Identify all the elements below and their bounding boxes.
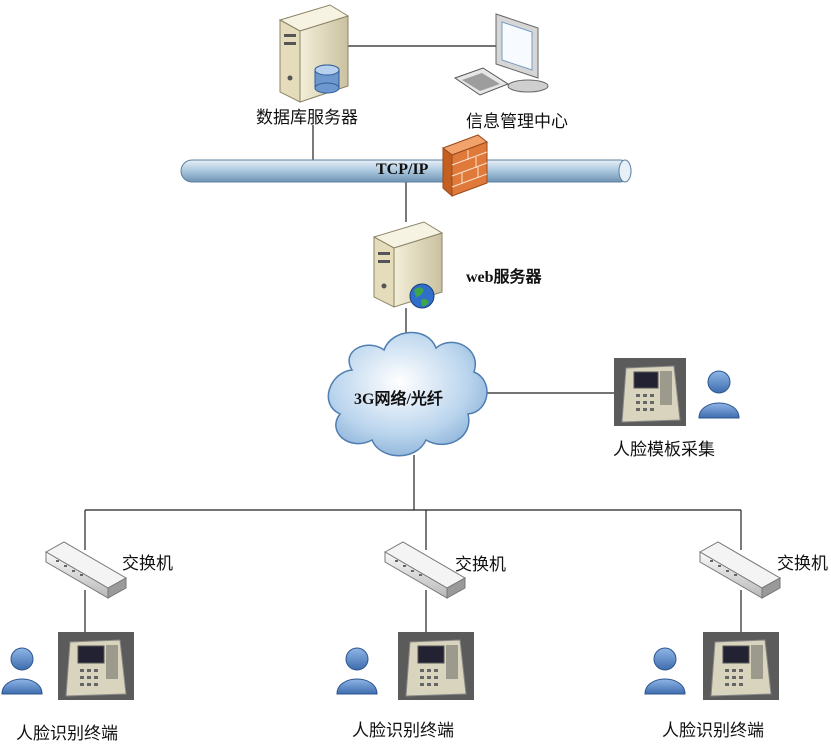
terminal-3-label: 人脸识别终端 (662, 721, 764, 741)
tcp-ip-bus (180, 159, 632, 183)
web-server-label: web服务器 (466, 269, 542, 286)
mgmt-center-label: 信息管理中心 (466, 112, 568, 132)
person-3-icon (644, 647, 686, 695)
terminal-2-label: 人脸识别终端 (352, 721, 454, 741)
person-1-icon (1, 647, 43, 695)
switch-3-label: 交换机 (777, 554, 828, 574)
terminal-1-label: 人脸识别终端 (16, 724, 118, 744)
cloud-icon (327, 331, 488, 457)
workstation-icon (453, 13, 549, 96)
web-server-icon (372, 221, 444, 309)
enroll-person-icon (698, 370, 740, 419)
db-server-label: 数据库服务器 (256, 108, 358, 128)
bus-label: TCP/IP (376, 161, 429, 178)
enroll-terminal-icon (614, 358, 686, 426)
terminal-3-icon (703, 632, 779, 700)
switch-2-icon (383, 541, 467, 599)
switch-1-icon (44, 541, 128, 599)
database-server-icon (278, 4, 350, 103)
cloud-label: 3G网络/光纤 (354, 391, 443, 408)
switch-3-icon (698, 541, 782, 599)
enroll-label: 人脸模板采集 (613, 440, 715, 460)
switch-2-label: 交换机 (455, 555, 506, 575)
firewall-icon (441, 134, 489, 198)
person-2-icon (336, 647, 378, 695)
terminal-2-icon (398, 632, 474, 700)
switch-1-label: 交换机 (122, 554, 173, 574)
terminal-1-icon (58, 632, 134, 700)
connection-lines (84, 45, 742, 640)
